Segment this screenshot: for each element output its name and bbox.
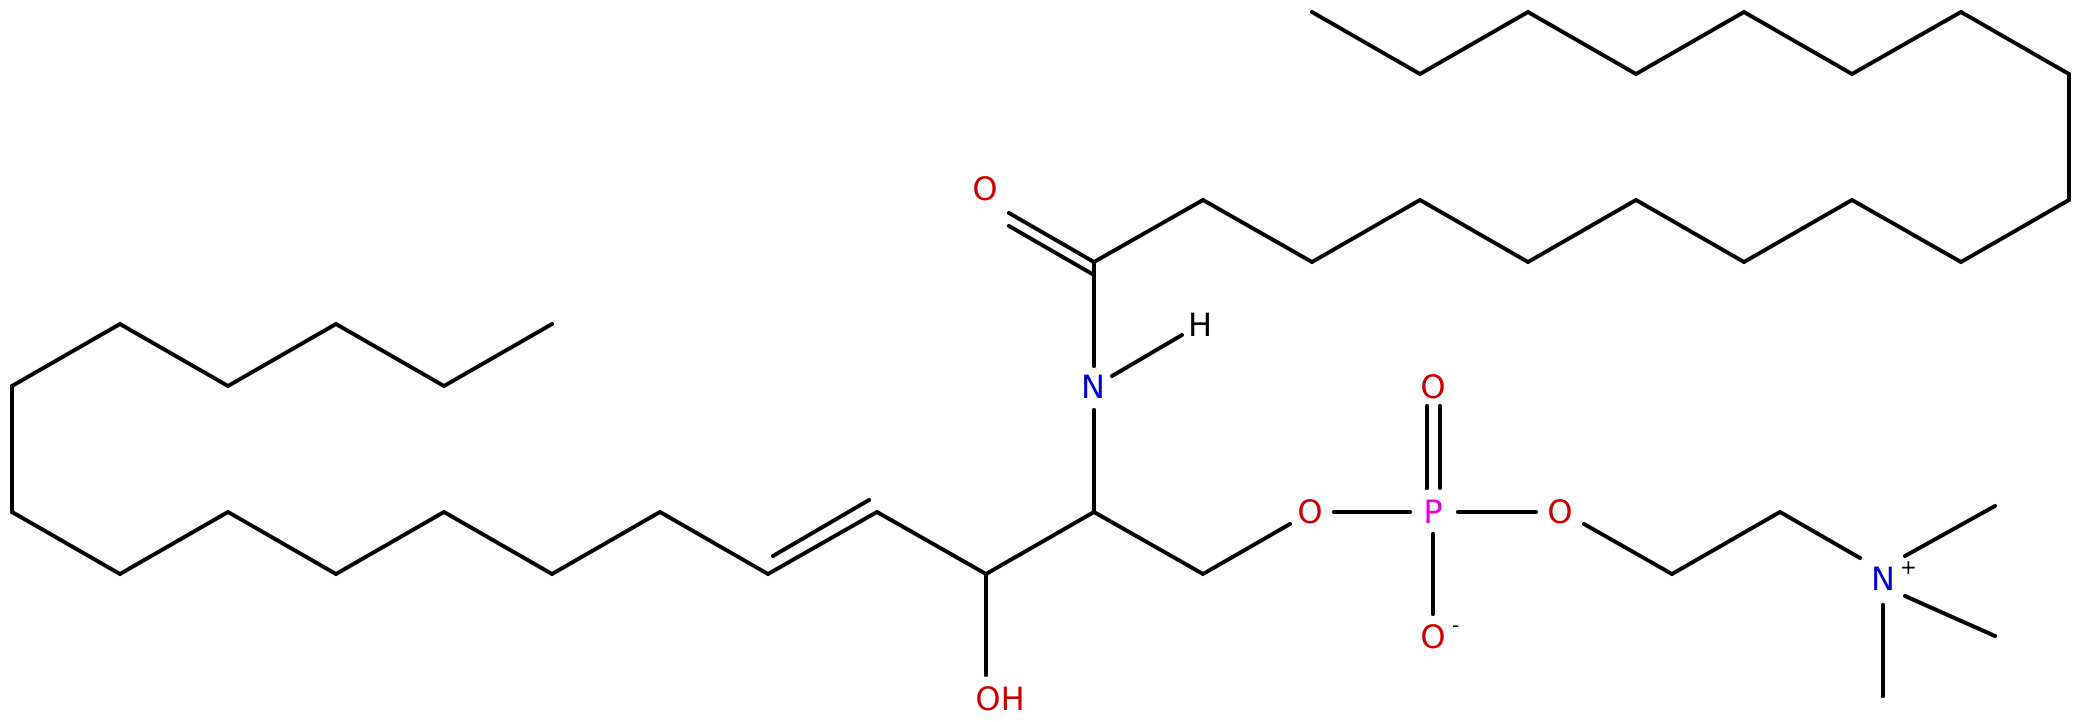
acyl-chain-bond [1526,198,1638,264]
phosphorus-label: P [1423,493,1442,531]
trans-double-bond [766,510,879,576]
acyl-chain-bond [1850,10,1963,76]
ester-oxygen-left-label: O [1297,493,1322,531]
acyl-chain-bond [1742,198,1854,264]
positive-charge-sign: + [1900,555,1917,579]
sphingoid-chain-bond [226,510,338,576]
amide-hydrogen-label: H [1188,306,1212,344]
methyl-bond [1903,594,1997,638]
acyl-chain-bond [1959,10,2071,76]
sphingoid-chain-bond [10,322,122,388]
choline-chain-bond [1670,510,1782,576]
sphingoid-chain-bond [226,322,338,388]
amide-nitrogen-label: N [1081,368,1105,406]
sphingoid-chain-bond [550,510,662,576]
acyl-chain-bond [1418,198,1530,264]
acyl-chain-bond [1850,198,1963,264]
acyl-chain-bond [1310,198,1422,264]
methyl-bond [1903,504,1997,558]
carbonyl-double-bond [1007,211,1096,264]
acyl-chain-bond [1310,10,1422,76]
sphingoid-chain-bond [118,510,230,576]
acyl-chain-bond [1092,198,1205,264]
sphingoid-chain-bond [442,510,554,576]
sphingoid-chain-bond [10,510,122,576]
acyl-chain-bond [1526,10,1638,76]
acyl-chain-bond [1201,198,1314,264]
phosphoryl-oxygen-label: O [1420,368,1445,406]
negative-charge-sign: - [1452,613,1459,637]
sphingoid-chain-bond [658,510,770,576]
acyl-chain-bond [1959,198,2071,264]
ester-oxygen-right-label: O [1547,493,1572,531]
choline-chain-bond [1778,510,1862,560]
acyl-chain-bond [1634,10,1746,76]
backbone-bond [875,510,988,576]
hydroxyl-label: OH [975,680,1024,718]
carbonyl-double-bond [1007,224,1096,277]
backbone-bond [1201,522,1292,576]
sphingoid-chain-bond [334,322,446,388]
acyl-chain-bond [1634,198,1746,264]
trans-double-bond [771,498,871,558]
bond-lines [10,10,2071,698]
sphingoid-chain-bond [442,322,554,388]
carbonyl-oxygen-label: O [972,170,997,208]
amide-n-h-bond [1110,333,1184,378]
sphingoid-chain-bond [118,322,230,388]
sphingoid-chain-bond [334,510,446,576]
acyl-chain-bond [1418,10,1530,76]
backbone-bond [1092,510,1205,576]
acyl-chain-bond [1742,10,1854,76]
anionic-oxygen-label: O [1420,618,1445,656]
backbone-bond [984,510,1096,576]
choline-chain-bond [1582,522,1674,576]
ammonium-nitrogen-label: N [1871,560,1895,598]
